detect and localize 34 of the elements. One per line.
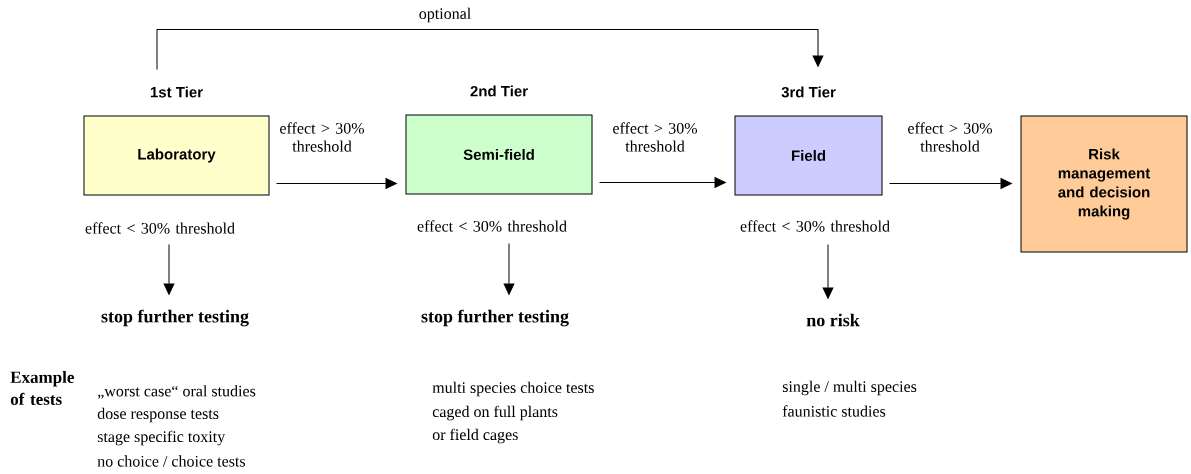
test-item: stage specific toxity [97, 430, 226, 446]
edge-label: effect < 30% threshold [417, 220, 567, 232]
section-label: Example of tests [10, 371, 74, 405]
process-box: Field [734, 115, 883, 196]
outcome-text: stop further testing [421, 309, 569, 327]
edge-label: effect > 30% threshold [280, 122, 365, 152]
test-item: single / multi species [782, 380, 917, 396]
test-item: caged on full plants [432, 405, 558, 421]
arrow [503, 243, 515, 295]
arrow [889, 178, 1012, 189]
outcome-text: stop further testing [101, 309, 249, 327]
test-item: „worst case“ oral studies [97, 385, 256, 399]
arrow [599, 177, 726, 188]
tier-heading: 3rd Tier [781, 86, 836, 98]
arrow [276, 178, 397, 189]
test-item: multi species choice tests [432, 381, 594, 397]
process-box: Semi-field [405, 114, 593, 195]
tier-heading: 1st Tier [150, 86, 203, 98]
edge-label: effect < 30% threshold [740, 220, 890, 232]
arrow [163, 244, 175, 295]
process-box: Risk management and decision making [1020, 115, 1188, 253]
arrow [822, 244, 834, 299]
test-item: dose response tests [97, 407, 219, 423]
edge-label: effect > 30% threshold [908, 122, 993, 152]
process-box: Laboratory [83, 115, 270, 196]
outcome-text: no risk [806, 313, 860, 327]
tier-heading: 2nd Tier [470, 85, 528, 97]
edge-label: effect < 30% threshold [85, 222, 235, 234]
edge-label: effect > 30% threshold [613, 122, 698, 152]
test-item: no choice / choice tests [97, 455, 246, 467]
test-item: faunistic studies [782, 405, 886, 417]
edge-label: optional [419, 7, 471, 23]
test-item: or field cages [432, 428, 518, 444]
arrow [156, 29, 824, 70]
